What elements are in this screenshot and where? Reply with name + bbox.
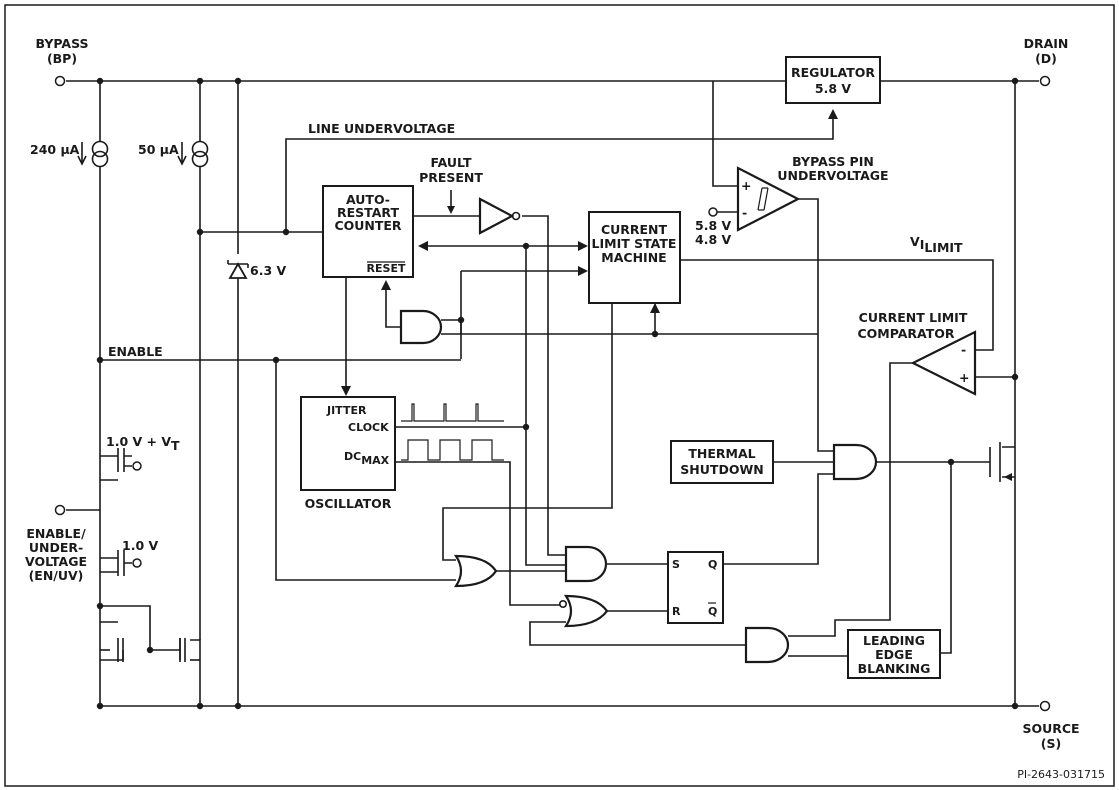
drain-pin-abbr: (D) — [1035, 51, 1057, 66]
bp-threshold-low: 4.8 V — [695, 232, 731, 247]
counter-label-3: COUNTER — [334, 218, 401, 233]
enable-net-label: ENABLE — [108, 344, 163, 359]
source-pin-abbr: (S) — [1041, 736, 1061, 751]
regulator-block — [785, 56, 881, 104]
enable-transistor-1-icon — [100, 448, 142, 481]
current-limit-comparator-icon — [910, 330, 977, 396]
reset-or-inverter-icon — [558, 599, 567, 608]
current-source-50 — [191, 140, 209, 168]
gate-drive-and-gate-icon — [832, 443, 878, 481]
current-50-label: 50 µA — [138, 142, 179, 157]
enable-pin-label-4: (EN/UV) — [29, 568, 84, 583]
junction-dots — [96, 77, 1019, 710]
vilimit-label: VILIMIT — [910, 234, 963, 255]
osc-clock-label: CLOCK — [348, 421, 389, 434]
leb-label-1: LEADING — [863, 633, 925, 648]
thermal-shutdown-block — [670, 440, 774, 484]
sr-flipflop-block — [667, 551, 724, 624]
fault-arrow-icon — [447, 206, 455, 214]
leb-label-3: BLANKING — [858, 661, 931, 676]
bp-comp-minus: - — [742, 205, 747, 220]
cl-comparator-label-2: COMPARATOR — [857, 326, 954, 341]
state-machine-label-1: CURRENT — [601, 222, 668, 237]
vt-label: 1.0 V + VT — [106, 434, 180, 453]
bp-comp-plus: + — [741, 178, 751, 193]
enable-pin-label-2: UNDER- — [29, 540, 83, 555]
regulator-label-2: 5.8 V — [815, 81, 851, 96]
counter-arrow-icon — [418, 241, 428, 251]
ff-q-label: Q — [708, 558, 717, 571]
counter-label-1: AUTO- — [346, 192, 390, 207]
ff-qbar-label: Q — [708, 605, 717, 618]
current-source-240 — [91, 140, 109, 168]
enable-pin — [54, 504, 66, 516]
bypass-pin-label: BYPASS — [35, 36, 88, 51]
source-pin — [1039, 700, 1051, 712]
thermal-label-1: THERMAL — [688, 446, 755, 461]
oscillator-block — [300, 396, 396, 491]
enable-transistor-2-icon — [100, 550, 142, 576]
enable-pin-label-3: VOLTAGE — [25, 554, 87, 569]
set-and-gate-icon — [564, 545, 608, 583]
bypass-pin — [54, 75, 66, 87]
drain-pin-label: DRAIN — [1024, 36, 1069, 51]
current-50-arrow-icon — [177, 142, 187, 166]
bp-uv-label-1: BYPASS PIN — [792, 154, 874, 169]
wires — [66, 80, 1039, 707]
leb-label-2: EDGE — [875, 647, 913, 662]
cl-comp-minus: - — [961, 342, 966, 357]
v1-label: 1.0 V — [122, 538, 158, 553]
osc-jitter-label: JITTER — [326, 404, 367, 417]
osc-dcmax-label: DCMAX — [344, 450, 390, 467]
state-machine-label-3: MACHINE — [601, 250, 666, 265]
ff-r-label: R — [672, 605, 681, 618]
mosfet-arrow-icon — [1004, 473, 1012, 481]
state-machine-label-2: LIMIT STATE — [592, 236, 677, 251]
power-mosfet-icon — [989, 442, 1001, 482]
clock-waveform-icon — [401, 403, 504, 422]
leb-and-gate-icon — [744, 626, 790, 664]
state-machine-arrow2-icon — [578, 266, 588, 276]
frame-border — [4, 4, 1115, 787]
bp-threshold-pin — [708, 207, 718, 217]
regulator-label-1: REGULATOR — [791, 65, 875, 80]
dcmax-waveform-icon — [401, 439, 504, 461]
source-pin-label: SOURCE — [1022, 721, 1079, 736]
restart-and-gate-icon — [399, 309, 443, 345]
osc-arrow-icon — [341, 386, 351, 396]
fault-present-label-2: PRESENT — [419, 170, 483, 185]
current-limit-state-machine-block — [588, 211, 681, 304]
drain-pin — [1039, 75, 1051, 87]
enable-pin-label-1: ENABLE/ — [26, 526, 86, 541]
reset-arrow-icon — [381, 280, 391, 290]
footer-id: PI-2643-031715 — [1017, 768, 1105, 781]
cl-comp-plus: + — [959, 370, 969, 385]
ff-s-label: S — [672, 558, 680, 571]
counter-reset-label: RESET — [367, 262, 406, 275]
oscillator-label: OSCILLATOR — [305, 496, 392, 511]
arrowheads — [77, 109, 1012, 481]
counter-label-2: RESTART — [337, 205, 399, 220]
current-mirror-icon — [117, 638, 186, 662]
reset-or-gate-icon — [563, 594, 609, 628]
bypass-pin-abbr: (BP) — [47, 51, 77, 66]
cl-comparator-label-1: CURRENT LIMIT — [859, 310, 968, 325]
sm-up-arrow-icon — [650, 303, 660, 313]
current-240-label: 240 µA — [30, 142, 80, 157]
bp-uv-label-2: UNDERVOLTAGE — [777, 168, 888, 183]
leading-edge-blanking-block — [847, 629, 941, 679]
zener-diode-icon — [227, 260, 249, 279]
fault-present-label-1: FAULT — [431, 155, 472, 170]
line-undervoltage-label: LINE UNDERVOLTAGE — [308, 121, 455, 136]
enable-or-gate-icon — [453, 554, 498, 588]
zener-label: 6.3 V — [250, 263, 286, 278]
bp-threshold-high: 5.8 V — [695, 218, 731, 233]
fault-buffer-icon — [478, 197, 521, 235]
line-uv-arrow-icon — [828, 109, 838, 119]
current-240-arrow-icon — [77, 142, 87, 166]
thermal-label-2: SHUTDOWN — [680, 462, 763, 477]
state-machine-arrow-icon — [578, 241, 588, 251]
bypass-uv-comparator-icon — [736, 166, 801, 232]
